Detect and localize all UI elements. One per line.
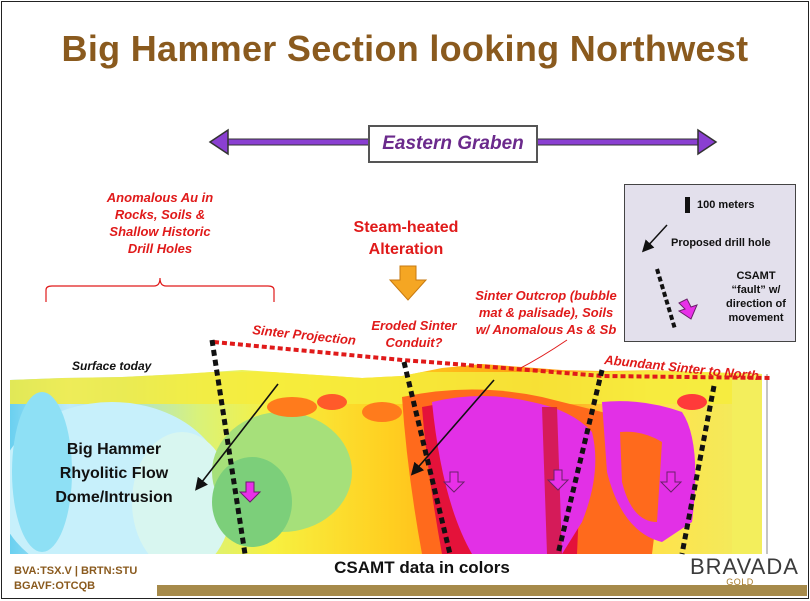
legend: 100 meters Proposed drill hole CSAMT “fa… [624, 184, 796, 342]
movement-icon [677, 298, 698, 320]
ticker-2: BGAVF:OTCQB [14, 580, 96, 592]
label-eroded-2: Conduit? [385, 335, 442, 350]
eastern-graben-label: Eastern Graben [368, 125, 538, 163]
outcrop-pointer [516, 339, 568, 371]
csamt-caption: CSAMT data in colors [334, 558, 510, 577]
bracket [45, 277, 275, 302]
label-big-hammer-2: Rhyolitic Flow [60, 465, 169, 482]
legend-symbols [641, 197, 698, 330]
drill-hole-icon [641, 224, 668, 253]
label-sinter-projection: Sinter Projection [252, 322, 357, 348]
drill-holes [195, 379, 495, 491]
label-steam-1: Steam-heated [354, 219, 459, 236]
csamt-section [10, 364, 762, 554]
legend-fault-1: CSAMT [736, 270, 776, 282]
legend-scale: 100 meters [697, 199, 755, 211]
label-big-hammer-3: Dome/Intrusion [55, 489, 172, 506]
movement-arrows [238, 469, 683, 503]
footer-bar [157, 585, 807, 596]
label-surface-today: Surface today [72, 359, 153, 373]
label-eroded-1: Eroded Sinter [371, 318, 457, 333]
label-big-hammer-1: Big Hammer [67, 441, 161, 458]
label-anomalous-au-1: Anomalous Au in [106, 190, 213, 205]
faults [209, 339, 717, 555]
sinter-projection-line [213, 340, 773, 380]
label-outcrop-2: mat & palisade), Soils [479, 305, 613, 320]
brand-name: BRAVADA [690, 554, 799, 579]
label-outcrop-1: Sinter Outcrop (bubble [475, 288, 617, 303]
fault-icon [655, 268, 677, 330]
page-title: Big Hammer Section looking Northwest [61, 28, 749, 69]
legend-fault-2: “fault” w/ [731, 284, 781, 296]
legend-drill-hole: Proposed drill hole [671, 237, 771, 249]
label-anomalous-au-4: Drill Holes [128, 241, 192, 256]
legend-fault-4: movement [728, 312, 784, 324]
steam-arrow-icon [388, 265, 428, 301]
label-outcrop-3: w/ Anomalous As & Sb [476, 322, 617, 337]
legend-fault: CSAMT “fault” w/ direction of movement [721, 269, 791, 325]
tickers: BVA:TSX.V | BRTN:STU BGAVF:OTCQB [14, 564, 137, 594]
scale-bar-icon [685, 197, 690, 213]
label-anomalous-au-2: Rocks, Soils & [115, 207, 205, 222]
label-anomalous-au-3: Shallow Historic [109, 224, 211, 239]
label-steam-2: Alteration [369, 241, 444, 258]
legend-fault-3: direction of [726, 298, 786, 310]
ticker-1: BVA:TSX.V | BRTN:STU [14, 565, 138, 577]
